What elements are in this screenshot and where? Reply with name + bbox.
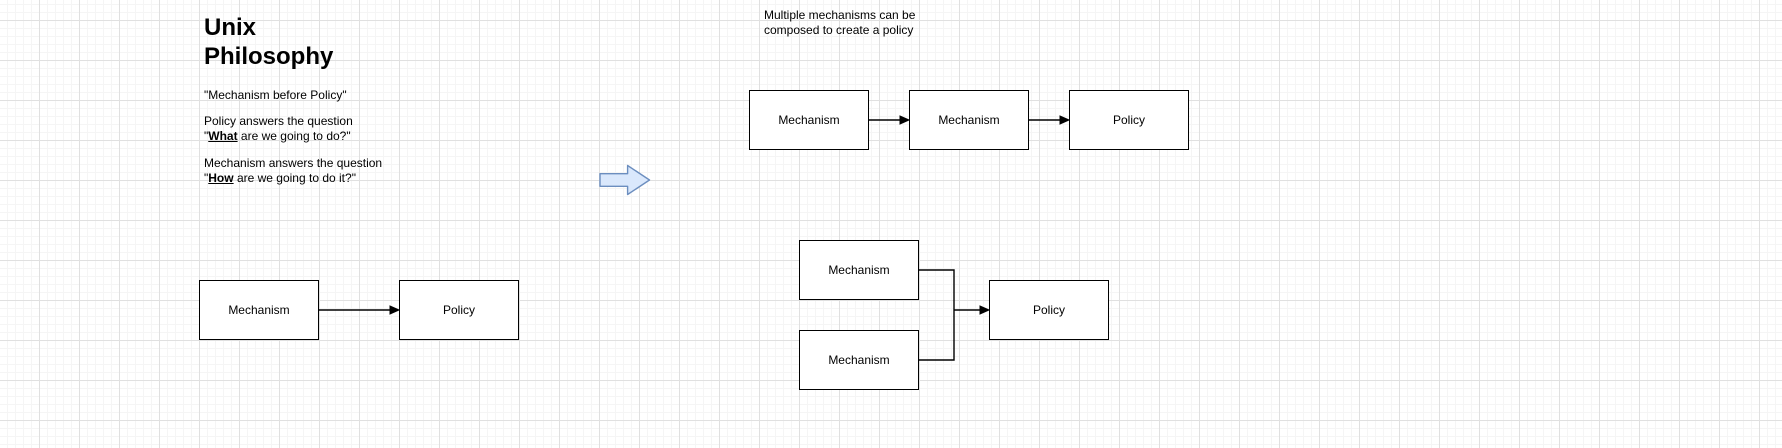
note-motto[interactable]: "Mechanism before Policy"	[204, 88, 347, 102]
note-policy[interactable]: Policy answers the question"What are we …	[204, 114, 353, 144]
node-label: Policy	[1112, 112, 1145, 127]
node-label: Mechanism	[938, 112, 1000, 127]
node-label: Mechanism	[228, 302, 290, 317]
connector-chain-m2-policy[interactable]	[1029, 115, 1071, 125]
note-policy-keyword: What	[208, 129, 238, 143]
connector-simple-mechanism-policy[interactable]	[319, 305, 401, 315]
node-chain-policy[interactable]: Policy	[1069, 90, 1189, 150]
note-policy-rest: are we going to do?"	[237, 129, 351, 143]
note-mechanism-keyword: How	[208, 171, 234, 185]
node-label: Policy	[442, 302, 475, 317]
note-mechanism-open-quote: "	[204, 171, 209, 185]
node-label: Mechanism	[778, 112, 840, 127]
right-arrow-shape	[599, 164, 651, 196]
connector-composed-merge[interactable]	[919, 269, 955, 361]
caption-multiple-mechanisms[interactable]: Multiple mechanisms can be composed to c…	[764, 8, 916, 37]
connector-composed-to-policy[interactable]	[954, 305, 991, 315]
note-mechanism-rest: are we going to do it?"	[233, 171, 356, 185]
node-chain-mechanism-1[interactable]: Mechanism	[749, 90, 869, 150]
node-label: Mechanism	[828, 262, 890, 277]
note-mechanism[interactable]: Mechanism answers the question"How are w…	[204, 156, 382, 186]
right-arrow-icon[interactable]	[599, 164, 651, 196]
node-chain-mechanism-2[interactable]: Mechanism	[909, 90, 1029, 150]
node-composed-mechanism-top[interactable]: Mechanism	[799, 240, 919, 300]
node-composed-policy[interactable]: Policy	[989, 280, 1109, 340]
node-label: Mechanism	[828, 352, 890, 367]
connector-chain-m1-m2[interactable]	[869, 115, 911, 125]
page-title[interactable]: Unix Philosophy	[204, 14, 334, 70]
note-policy-line1: Policy answers the question	[204, 114, 353, 128]
note-mechanism-line1: Mechanism answers the question	[204, 156, 383, 170]
node-simple-mechanism[interactable]: Mechanism	[199, 280, 319, 340]
note-policy-open-quote: "	[204, 129, 209, 143]
node-simple-policy[interactable]: Policy	[399, 280, 519, 340]
node-label: Policy	[1032, 302, 1065, 317]
node-composed-mechanism-bottom[interactable]: Mechanism	[799, 330, 919, 390]
